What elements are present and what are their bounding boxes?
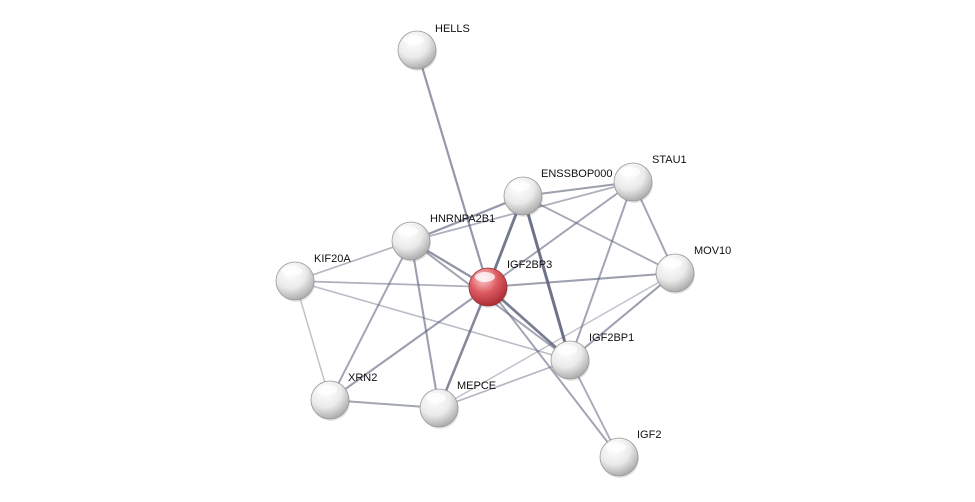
edge-hnrnpa2b1-kif20a[interactable] bbox=[294, 240, 412, 282]
node-label-igf2: IGF2 bbox=[637, 429, 661, 441]
node-stau1[interactable]: STAU1 bbox=[613, 154, 687, 203]
edge-igf2bp3-mov10[interactable] bbox=[486, 271, 677, 289]
node-kif20a[interactable]: KIF20A bbox=[275, 253, 351, 302]
node-label-kif20a: KIF20A bbox=[314, 253, 351, 265]
node-hells[interactable]: HELLS bbox=[397, 23, 470, 71]
node-label-xrn2: XRN2 bbox=[348, 372, 377, 384]
node-igf2bp1[interactable]: IGF2BP1 bbox=[550, 332, 634, 381]
node-label-enssbop: ENSSBOP000 bbox=[541, 168, 613, 180]
node-highlight bbox=[510, 181, 530, 191]
node-highlight bbox=[606, 442, 626, 452]
edge-igf2bp1-mepce[interactable] bbox=[438, 359, 571, 409]
node-label-igf2bp3: IGF2BP3 bbox=[507, 259, 552, 271]
node-label-hells: HELLS bbox=[435, 23, 470, 35]
edge-stau1-igf2bp1[interactable] bbox=[569, 181, 634, 361]
node-highlight bbox=[557, 345, 577, 355]
node-enssbop[interactable]: ENSSBOP000413 bbox=[503, 168, 647, 217]
node-highlight bbox=[475, 272, 495, 282]
node-igf2bp3[interactable]: IGF2BP3 bbox=[468, 259, 552, 308]
edge-igf2bp3-mepce[interactable] bbox=[437, 285, 490, 410]
node-xrn2[interactable]: XRN2 bbox=[310, 372, 377, 421]
edge-mov10-mepce[interactable] bbox=[438, 272, 676, 409]
edge-igf2bp3-igf2[interactable] bbox=[487, 286, 620, 458]
node-highlight bbox=[620, 167, 640, 177]
edge-layer bbox=[294, 48, 677, 458]
edge-kif20a-xrn2[interactable] bbox=[294, 280, 331, 401]
edge-enssbop-igf2bp1[interactable] bbox=[521, 194, 572, 362]
node-igf2[interactable]: IGF2 bbox=[599, 429, 661, 478]
edge-hnrnpa2b1-xrn2[interactable] bbox=[329, 240, 412, 401]
node-label-stau1: STAU1 bbox=[652, 154, 687, 166]
edge-igf2bp3-xrn2[interactable] bbox=[328, 285, 490, 402]
node-label-mov10: MOV10 bbox=[694, 245, 731, 257]
edge-enssbop-hnrnpa2b1[interactable] bbox=[409, 194, 525, 243]
node-label-igf2bp1: IGF2BP1 bbox=[589, 332, 634, 344]
node-highlight bbox=[317, 385, 337, 395]
edge-hnrnpa2b1-mepce[interactable] bbox=[409, 239, 441, 410]
node-label-hnrnpa2b1: HNRNPA2B1 bbox=[430, 213, 495, 225]
node-highlight bbox=[662, 258, 682, 268]
node-highlight bbox=[282, 266, 302, 276]
node-highlight bbox=[426, 393, 446, 403]
node-mov10[interactable]: MOV10 bbox=[655, 245, 731, 294]
edge-stau1-igf2bp3[interactable] bbox=[487, 181, 634, 288]
node-highlight bbox=[398, 226, 418, 236]
node-mepce[interactable]: MEPCE bbox=[419, 380, 496, 429]
edge-kif20a-igf2bp1[interactable] bbox=[294, 280, 571, 361]
edge-mov10-igf2bp1[interactable] bbox=[568, 271, 677, 362]
edge-hells-igf2bp3[interactable] bbox=[415, 48, 490, 289]
node-hnrnpa2b1[interactable]: HNRNPA2B1 bbox=[391, 213, 495, 262]
edge-enssbop-mov10[interactable] bbox=[522, 195, 676, 274]
node-highlight bbox=[404, 35, 424, 45]
node-label-mepce: MEPCE bbox=[457, 380, 496, 392]
edge-kif20a-igf2bp3[interactable] bbox=[294, 280, 489, 288]
